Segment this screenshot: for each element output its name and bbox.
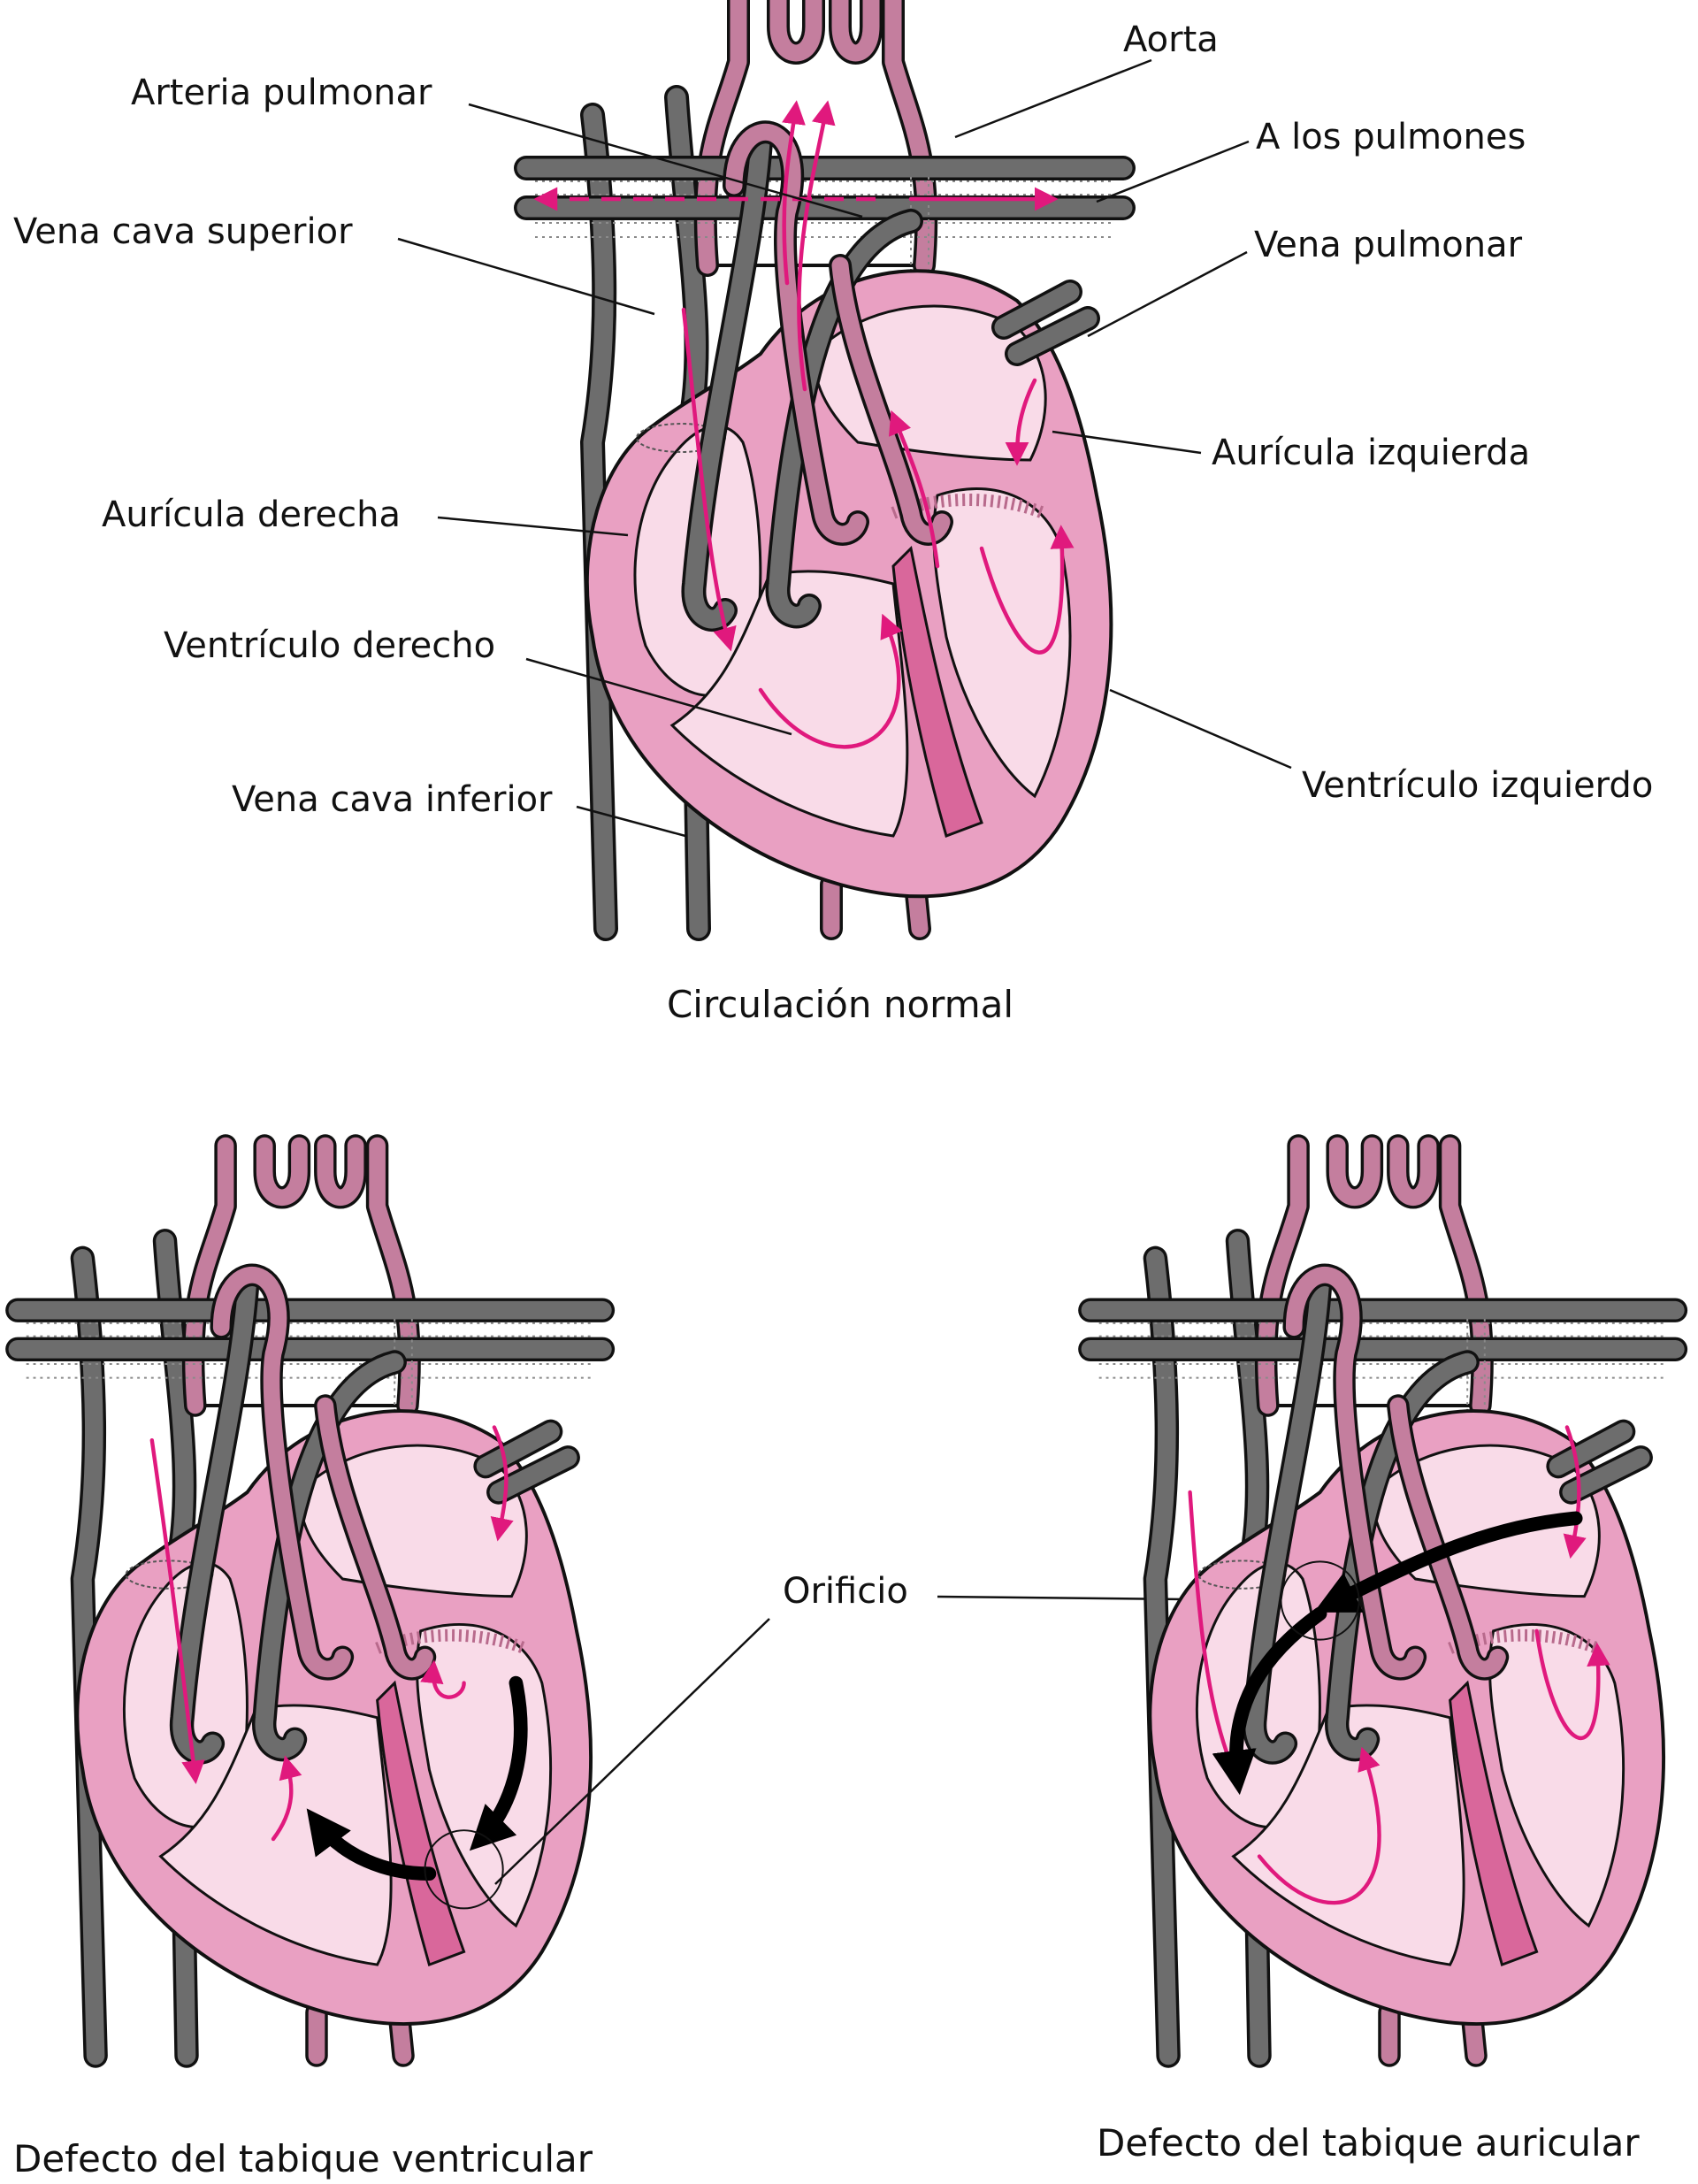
flow-arrow [149, 1437, 205, 1784]
normal-heart-diagram [526, 0, 1123, 929]
flow-arrow [1563, 1425, 1587, 1559]
vsd-heart-diagram [18, 1146, 603, 2056]
flow-arrow [758, 613, 903, 749]
abnormal-flow-arrow [469, 1675, 528, 1851]
label-inferior-vena-cava: Vena cava inferior [232, 779, 553, 820]
flow-arrow [490, 1425, 514, 1542]
label-superior-vena-cava: Vena cava superior [13, 211, 353, 252]
label-to-lungs: A los pulmones [1256, 117, 1526, 157]
label-aorta: Aorta [1123, 19, 1219, 60]
label-right-ventricle: Ventrículo derecho [164, 625, 495, 666]
flow-arrow [1005, 378, 1037, 466]
flow-arrow [271, 1755, 302, 1842]
label-left-ventricle: Ventrículo izquierdo [1302, 765, 1653, 806]
caption-vsd: Defecto del tabique ventricular [13, 2137, 593, 2180]
label-right-atrium: Aurícula derecha [102, 494, 401, 535]
caption-asd: Defecto del tabique auricular [1097, 2121, 1640, 2165]
label-pulmonary-vein: Vena pulmonar [1254, 225, 1523, 265]
caption-normal: Circulación normal [667, 983, 1013, 1026]
flow-arrow [681, 307, 737, 652]
flow-arrow [1534, 1628, 1610, 1741]
flow-arrow [797, 100, 836, 392]
flow-arrow [979, 525, 1075, 655]
label-pulmonary-artery: Arteria pulmonar [131, 73, 432, 113]
flow-arrow [888, 410, 940, 569]
flow-arrow [782, 100, 806, 286]
flow-arrow [1257, 1746, 1381, 1905]
septal-hole-marker [424, 1829, 504, 1910]
flow-arrow [420, 1659, 466, 1699]
label-hole: Orificio [783, 1571, 908, 1612]
abnormal-flow-arrow [1313, 1511, 1583, 1613]
label-left-atrium: Aurícula izquierda [1212, 433, 1530, 473]
septal-hole-marker [1280, 1560, 1360, 1641]
abnormal-flow-arrow [306, 1808, 437, 1881]
normal-diagram-labels: Aorta Arteria pulmonar A los pulmones Ve… [13, 19, 1653, 838]
asd-heart-diagram [1090, 1146, 1676, 2056]
abnormal-flow-arrow [1212, 1606, 1327, 1796]
flow-arrow [1188, 1490, 1237, 1775]
